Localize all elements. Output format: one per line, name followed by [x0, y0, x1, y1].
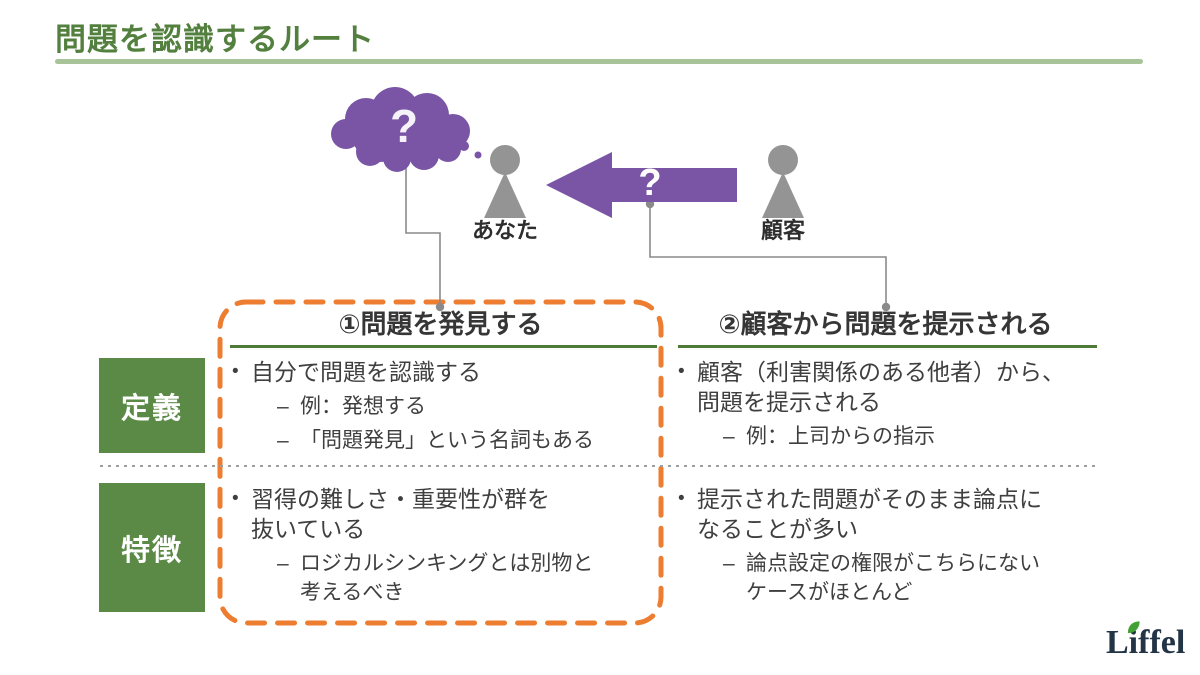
row-label-definition: 定義	[99, 358, 205, 453]
row-label-feature: 特徴	[99, 483, 205, 612]
connector-dot	[401, 155, 411, 165]
person-icon-customer	[762, 145, 804, 218]
customer-label: 顧客	[760, 218, 805, 243]
title-underline	[55, 59, 1143, 64]
cell-definition-presented: • 顧客（利害関係のある他者）から、 問題を提示される – 例：上司からの指示	[678, 357, 1106, 451]
list-item-line: ケースがほとんど	[746, 581, 913, 604]
list-subitem: – 例：発想する	[277, 392, 660, 421]
connector-line-cloud-to-col1	[405, 160, 441, 305]
bullet-marker: •	[232, 488, 239, 509]
logo-text: Liffel	[1106, 624, 1186, 661]
list-item-line: ロジカルシンキングとは別物と	[300, 552, 594, 575]
page-title: 問題を認識するルート	[55, 22, 375, 57]
dash-marker: –	[723, 552, 735, 575]
list-item-line: 習得の難しさ・重要性が群を	[251, 486, 550, 512]
list-item-line: 抜いている	[251, 516, 366, 542]
list-item-line: 問題を提示される	[697, 389, 881, 415]
cell-feature-discover: • 習得の難しさ・重要性が群を 抜いている – ロジカルシンキングとは別物と 考…	[232, 484, 660, 607]
list-subitem: – 「問題発見」という名詞もある	[277, 426, 660, 455]
column1-header: ①問題を発見する	[338, 309, 543, 339]
list-item-line: 「問題発見」という名詞もある	[300, 429, 594, 452]
list-item: • 習得の難しさ・重要性が群を 抜いている	[232, 484, 660, 544]
list-item-line: 提示された問題がそのまま論点に	[697, 486, 1042, 512]
arrow-question-mark: ?	[638, 162, 662, 204]
dash-marker: –	[277, 552, 289, 575]
person-icon-you	[484, 145, 526, 218]
bullet-marker: •	[678, 361, 685, 382]
dash-marker: –	[277, 395, 289, 418]
you-label: あなた	[471, 218, 538, 243]
list-item: • 自分で問題を認識する	[232, 357, 660, 387]
liffel-logo: Liffel	[1106, 621, 1186, 662]
list-item-line: 例：発想する	[300, 395, 426, 418]
cell-definition-discover: • 自分で問題を認識する – 例：発想する – 「問題発見」という名詞もある	[232, 357, 660, 455]
list-item: • 顧客（利害関係のある他者）から、 問題を提示される	[678, 357, 1106, 417]
list-item: • 提示された問題がそのまま論点に なることが多い	[678, 484, 1106, 544]
cloud-question-mark: ?	[389, 100, 419, 152]
column1-header-underline	[230, 345, 657, 348]
list-item-line: なることが多い	[697, 516, 858, 542]
list-item-line: 考えるべき	[300, 581, 405, 604]
list-subitem: – 例：上司からの指示	[723, 422, 1106, 451]
cell-feature-presented: • 提示された問題がそのまま論点に なることが多い – 論点設定の権限がこちらに…	[678, 484, 1106, 607]
column2-header-underline	[678, 345, 1097, 348]
list-subitem: – 論点設定の権限がこちらにない ケースがほとんど	[723, 549, 1106, 607]
bullet-marker: •	[678, 488, 685, 509]
list-item-line: 例：上司からの指示	[746, 425, 935, 448]
dash-marker: –	[277, 429, 289, 452]
dash-marker: –	[723, 425, 735, 448]
list-subitem: – ロジカルシンキングとは別物と 考えるべき	[277, 549, 660, 607]
list-item-line: 自分で問題を認識する	[251, 359, 481, 385]
list-item-line: 顧客（利害関係のある他者）から、	[697, 359, 1065, 385]
list-item-line: 論点設定の権限がこちらにない	[746, 552, 1040, 575]
row-divider	[100, 465, 1095, 467]
leaf-icon	[1127, 621, 1140, 634]
column2-header: ②顧客から問題を提示される	[718, 309, 1053, 339]
bullet-marker: •	[232, 361, 239, 382]
